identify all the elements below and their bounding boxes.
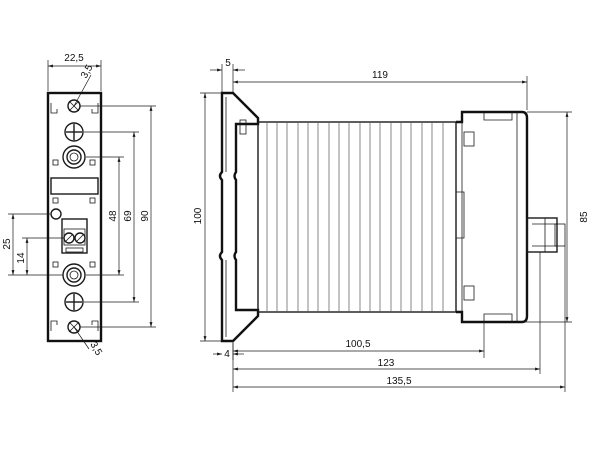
dim-front-90-label: 90 (140, 210, 151, 222)
dim-front-25 (8, 213, 63, 276)
bottom-power-terminal (52, 261, 96, 287)
label-window (50, 177, 99, 195)
bottom-terminal-screw (64, 292, 84, 312)
heatsink-fins (266, 122, 444, 312)
dim-side-123-label: 123 (378, 358, 395, 369)
dim-front-48-label: 48 (108, 210, 119, 222)
cover-steps (483, 112, 513, 322)
cover-latch (456, 191, 465, 239)
front-housing-outline (46, 91, 103, 343)
dim-front-width-label: 22,5 (64, 53, 84, 64)
dim-side-123 (232, 252, 541, 392)
clip-notch (239, 119, 247, 135)
side-view: 5 119 100 85 4 (193, 58, 590, 392)
din-clip-profile (218, 91, 260, 343)
front-view: 22,5 3,5 3,5 90 69 48 (2, 53, 156, 358)
dim-front-25-label: 25 (2, 238, 13, 250)
dim-front-90 (80, 105, 156, 328)
top-power-terminal (52, 145, 96, 169)
side-housing-cover (456, 110, 529, 324)
dim-side-5-label: 5 (225, 58, 231, 69)
leader-top-screw (73, 74, 92, 107)
leader-bottom-screw (73, 326, 90, 350)
dim-side-100 (200, 92, 222, 342)
dim-side-4-label: 4 (224, 349, 230, 360)
dim-front-14-label: 14 (16, 252, 27, 264)
dim-side-85 (522, 111, 572, 323)
dim-front-width (47, 60, 102, 91)
dim-side-100-5 (233, 322, 485, 358)
dim-side-100-5-label: 100,5 (345, 339, 370, 350)
cover-slot-bottom (463, 285, 475, 301)
dim-side-100-label: 100 (193, 207, 204, 224)
led-right (89, 197, 96, 204)
dim-side-85-label: 85 (579, 211, 590, 223)
dim-front-69 (84, 131, 139, 303)
dim-side-135-5-label: 135,5 (386, 376, 411, 387)
heatsink-body (257, 121, 457, 313)
dim-front-14 (22, 237, 64, 275)
top-clip-marks (50, 103, 99, 114)
dim-front-69-label: 69 (123, 210, 134, 222)
control-terminal-block (61, 218, 88, 254)
bottom-clip-marks (50, 320, 99, 331)
led-left (52, 197, 59, 204)
side-control-terminal (526, 217, 566, 253)
status-led (50, 208, 62, 220)
screw-label-top: 3,5 (79, 63, 96, 81)
dim-side-5 (210, 64, 245, 92)
dim-side-135-5 (233, 246, 566, 392)
dim-side-119 (233, 76, 528, 110)
cover-slot-top (463, 131, 475, 147)
top-terminal-screw (64, 122, 84, 142)
screw-label-bottom: 3,5 (87, 340, 104, 358)
dim-side-119-label: 119 (372, 70, 388, 81)
dim-front-48 (86, 156, 124, 276)
